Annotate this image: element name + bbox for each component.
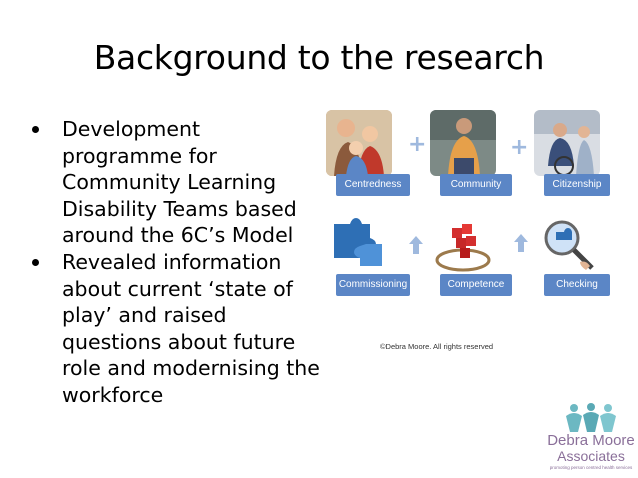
slide-title: Background to the research <box>93 38 545 77</box>
bullet-list: Development programme for Community Lear… <box>30 116 320 409</box>
caption-checking: Checking <box>544 274 610 296</box>
bullet-item: Revealed information about current ‘stat… <box>30 249 320 409</box>
bullet-text: Development programme for Community Lear… <box>62 117 297 248</box>
puzzle-photo-icon <box>326 210 392 276</box>
logo-tagline: promoting person centred health services <box>549 465 633 470</box>
up-arrow-icon <box>409 236 423 254</box>
logo-name-line1: Debra Moore <box>547 432 635 449</box>
bullet-item: Development programme for Community Lear… <box>30 116 320 249</box>
copyright-notice: ©Debra Moore. All rights reserved <box>380 342 494 351</box>
magnifier-puzzle-photo-icon <box>534 210 600 276</box>
debra-moore-logo: Debra Moore Associates promoting person … <box>546 402 636 476</box>
caption-centredness: Centredness <box>336 174 410 196</box>
bullet-icon <box>32 258 39 266</box>
family-photo-icon <box>326 110 392 176</box>
caption-community: Community <box>440 174 512 196</box>
up-arrow-icon <box>514 234 528 252</box>
six-cs-diagram: Centredness + Community + <box>322 110 612 300</box>
dice-circle-photo-icon <box>430 210 496 276</box>
plus-icon: + <box>408 132 427 157</box>
wheelchair-photo-icon <box>534 110 600 176</box>
caption-citizenship: Citizenship <box>544 174 610 196</box>
logo-name-line2: Associates <box>557 448 625 464</box>
people-figures-icon <box>566 403 616 432</box>
man-photo-icon <box>430 110 496 176</box>
caption-competence: Competence <box>440 274 512 296</box>
bullet-icon <box>32 126 39 133</box>
bullet-text: Revealed information about current ‘stat… <box>62 249 320 407</box>
caption-commissioning: Commissioning <box>336 274 410 296</box>
plus-icon: + <box>510 135 529 160</box>
